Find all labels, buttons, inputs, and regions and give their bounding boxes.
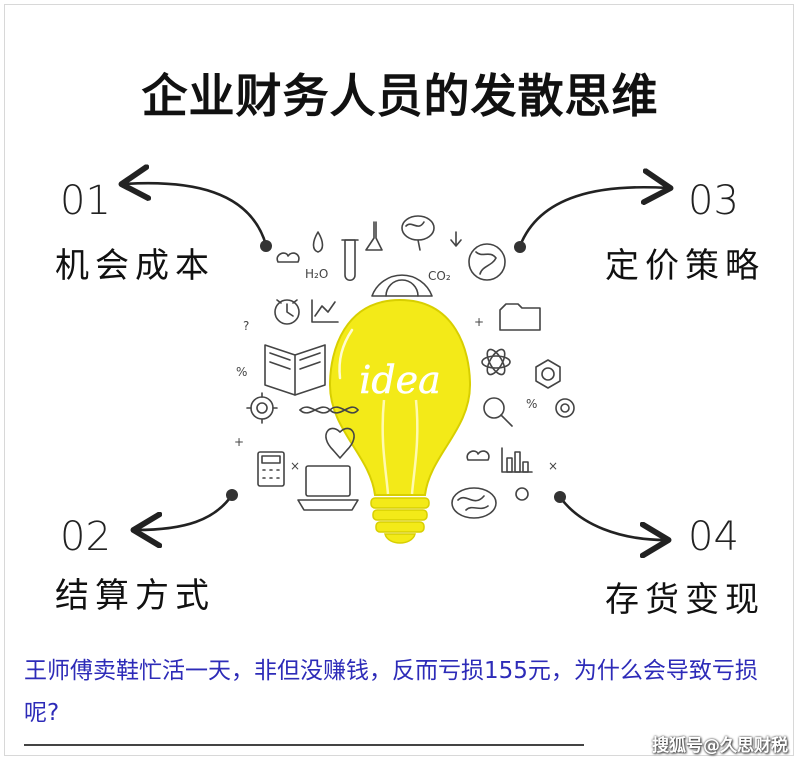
heart-icon xyxy=(325,427,355,459)
laptop-icon xyxy=(297,465,359,511)
idea-illustration: idea xyxy=(0,0,800,640)
arrow-dot-02 xyxy=(226,489,238,501)
ring-icon xyxy=(515,487,529,501)
test-tube-icon xyxy=(341,239,359,282)
benzene-icon xyxy=(535,359,561,389)
arrow-dot-03 xyxy=(514,241,526,253)
bulb-text: idea xyxy=(359,358,441,402)
cross-symbol: × xyxy=(290,459,300,473)
diagram-frame xyxy=(4,4,794,756)
bar-chart-icon xyxy=(501,447,533,473)
folder-icon xyxy=(499,303,541,331)
water-drop-icon xyxy=(312,231,324,253)
question-symbol: ? xyxy=(243,319,249,333)
item-number-02: 02 xyxy=(60,514,111,560)
gear-icon xyxy=(246,392,278,424)
arrow-to-04 xyxy=(558,495,666,540)
h2o-symbol: H₂O xyxy=(305,267,328,281)
calculator-icon xyxy=(257,451,285,487)
down-arrow-icon xyxy=(450,231,462,247)
watermark: 搜狐号@久思财税 xyxy=(652,736,788,756)
gear-icon-2 xyxy=(555,398,575,418)
brain-icon-2 xyxy=(451,487,497,519)
co2-symbol: CO₂ xyxy=(428,269,451,283)
atom-icon xyxy=(481,348,511,376)
alarm-clock-icon xyxy=(274,299,300,325)
lightbulb-icon xyxy=(328,298,472,544)
item-number-01: 01 xyxy=(60,178,111,224)
plus-symbol-2: + xyxy=(234,435,244,449)
plus-symbol: + xyxy=(474,315,484,329)
arrow-to-03 xyxy=(518,187,668,248)
cross-symbol-2: × xyxy=(548,459,558,473)
arrow-to-01 xyxy=(124,183,268,247)
arrow-to-02 xyxy=(136,493,234,530)
item-label-settlement-method: 结算方式 xyxy=(55,576,215,616)
question-text: 王师傅卖鞋忙活一天，非但没赚钱，反而亏损155元，为什么会导致亏损呢? xyxy=(24,658,758,726)
item-label-opportunity-cost: 机会成本 xyxy=(55,246,215,286)
line-chart-icon xyxy=(311,299,339,323)
percent-symbol-2: % xyxy=(526,397,537,411)
item-number-04: 04 xyxy=(688,514,739,560)
book-icon xyxy=(264,344,326,396)
protractor-icon xyxy=(371,274,433,297)
magnifier-icon xyxy=(483,397,513,427)
item-number-03: 03 xyxy=(688,178,739,224)
dna-icon xyxy=(299,406,359,414)
bottom-rule xyxy=(24,744,584,746)
cloud-icon-2 xyxy=(466,450,490,461)
cloud-icon xyxy=(276,252,300,263)
percent-symbol: % xyxy=(236,365,247,379)
arrow-dot-01 xyxy=(260,240,272,252)
brain-icon xyxy=(401,215,435,251)
arrow-dot-04 xyxy=(554,491,566,503)
globe-icon xyxy=(468,243,506,281)
item-label-pricing-strategy: 定价策略 xyxy=(605,246,765,286)
diagram-title: 企业财务人员的发散思维 xyxy=(141,69,659,123)
item-label-inventory-realization: 存货变现 xyxy=(605,580,765,620)
lab-flask-icon xyxy=(365,221,383,251)
